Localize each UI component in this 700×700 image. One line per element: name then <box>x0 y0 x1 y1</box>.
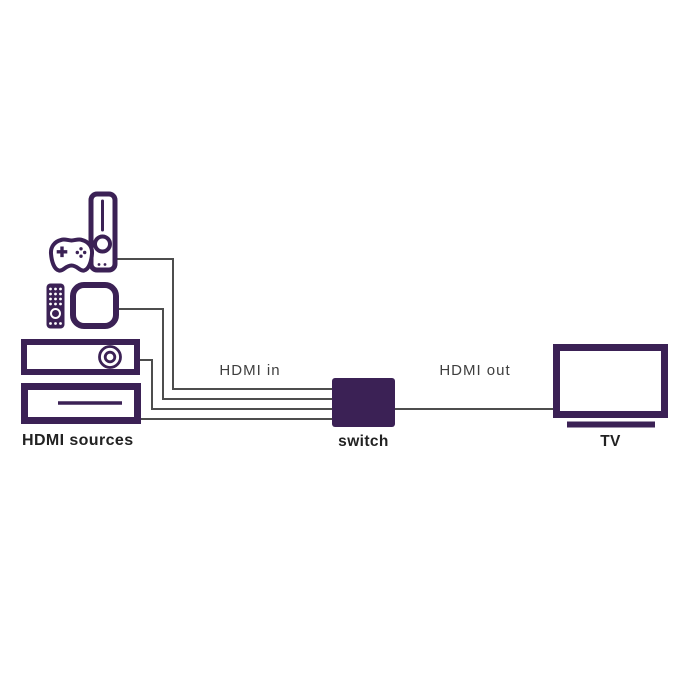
dpad-icon <box>56 246 68 258</box>
tv-icon <box>553 344 668 428</box>
tv-stand <box>567 421 655 428</box>
gamepad-icon <box>48 237 95 273</box>
hdmi-sources-label: HDMI sources <box>22 432 134 449</box>
cable-media-player-to-switch <box>130 359 340 410</box>
tv-label: TV <box>600 433 621 450</box>
media-player-knob-icon <box>21 339 140 375</box>
streaming-box-icon <box>70 282 119 329</box>
remote-control-icon <box>46 283 65 329</box>
switch-box <box>332 378 395 427</box>
remote-buttons <box>49 287 62 325</box>
cable-console-to-switch <box>110 258 340 390</box>
cables <box>110 258 558 420</box>
gamepad-buttons <box>75 247 87 258</box>
cable-streaming-box-to-switch <box>110 308 340 400</box>
disc-player-slot-icon <box>21 383 141 424</box>
switch-label: switch <box>338 433 389 450</box>
hdmi-in-label: HDMI in <box>219 362 281 379</box>
hdmi-out-label: HDMI out <box>439 362 511 379</box>
game-console-icon <box>88 191 118 273</box>
